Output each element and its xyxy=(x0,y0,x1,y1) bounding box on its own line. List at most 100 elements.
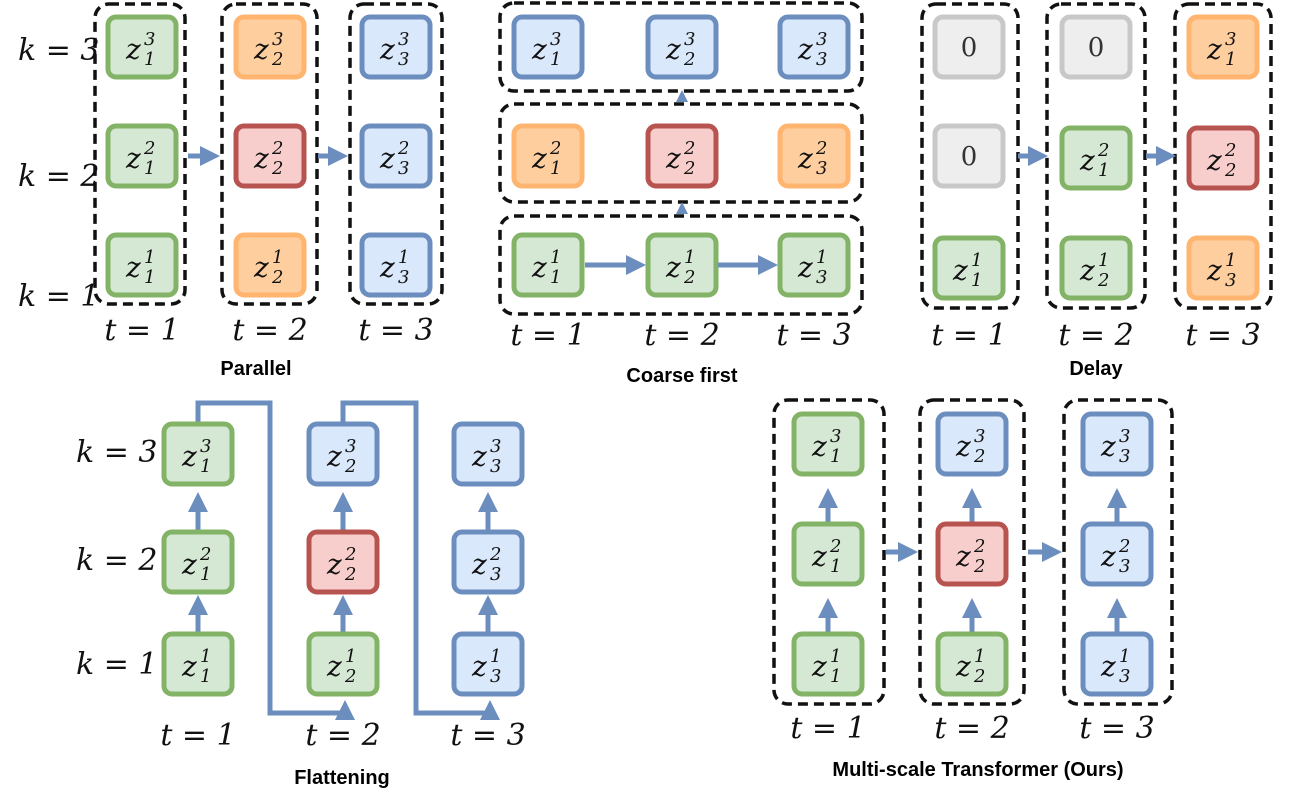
token-base: z xyxy=(326,548,342,581)
token-base: z xyxy=(1206,144,1222,177)
token-superscript: 2 xyxy=(271,138,283,159)
token-superscript: 1 xyxy=(345,646,356,667)
token-superscript: 2 xyxy=(973,536,985,557)
token-superscript: 1 xyxy=(272,247,283,268)
token-subscript: 1 xyxy=(200,564,211,585)
token-superscript: 3 xyxy=(684,29,695,50)
token-base: z xyxy=(125,33,141,66)
token-base: z xyxy=(797,33,813,66)
token-base: z xyxy=(811,540,827,573)
k2-label: k = 2 xyxy=(76,543,157,578)
token-superscript: 1 xyxy=(1098,250,1109,271)
token-base: z xyxy=(326,440,342,473)
arrow-up xyxy=(676,90,688,102)
svg-text:0: 0 xyxy=(961,142,978,172)
token-subscript: 2 xyxy=(344,456,356,477)
token-subscript: 3 xyxy=(398,267,409,288)
token-base: z xyxy=(181,548,197,581)
token-superscript: 2 xyxy=(143,138,155,159)
token-superscript: 3 xyxy=(974,426,985,447)
k1-label: k = 1 xyxy=(76,647,157,682)
token-zero: 0 xyxy=(1059,14,1133,80)
timestep-box-t2 xyxy=(220,2,319,306)
timestep-box-t3 xyxy=(348,2,444,306)
token-subscript: 1 xyxy=(144,158,155,179)
caption-delay: Delay xyxy=(1069,358,1123,380)
token-superscript: 3 xyxy=(550,29,561,50)
token-base: z xyxy=(1079,254,1095,287)
t2-label: t = 2 xyxy=(934,711,1009,746)
token-base: z xyxy=(1100,430,1116,463)
token-subscript: 3 xyxy=(1119,556,1130,577)
token-subscript: 1 xyxy=(550,267,561,288)
t1-label: t = 1 xyxy=(790,711,865,746)
token-base: z xyxy=(379,142,395,175)
t3-label: t = 3 xyxy=(1185,318,1260,353)
token-superscript: 1 xyxy=(1119,646,1130,667)
token-base: z xyxy=(379,33,395,66)
level-box-k2 xyxy=(498,102,864,204)
token-superscript: 1 xyxy=(144,247,155,268)
token-subscript: 2 xyxy=(271,49,283,70)
token-superscript: 3 xyxy=(1119,426,1130,447)
token-superscript: 3 xyxy=(1225,29,1236,50)
token-subscript: 1 xyxy=(1225,49,1236,70)
token-superscript: 1 xyxy=(490,646,501,667)
token-superscript: 2 xyxy=(815,138,827,159)
token-subscript: 1 xyxy=(830,446,841,467)
token-base: z xyxy=(955,430,971,463)
token-subscript: 3 xyxy=(816,267,827,288)
token-subscript: 2 xyxy=(1097,270,1109,291)
token-superscript: 3 xyxy=(490,436,501,457)
token-subscript: 3 xyxy=(816,49,827,70)
token-superscript: 2 xyxy=(829,536,841,557)
t2-label: t = 2 xyxy=(232,313,307,348)
caption-flattening: Flattening xyxy=(294,767,390,789)
token-base: z xyxy=(797,251,813,284)
token-base: z xyxy=(379,251,395,284)
token-subscript: 3 xyxy=(816,158,827,179)
token-subscript: 3 xyxy=(490,456,501,477)
token-base: z xyxy=(471,548,487,581)
timestep-box-t1 xyxy=(772,398,886,706)
t3-label: t = 3 xyxy=(450,718,525,753)
token-superscript: 3 xyxy=(345,436,356,457)
token-base: z xyxy=(1100,650,1116,683)
